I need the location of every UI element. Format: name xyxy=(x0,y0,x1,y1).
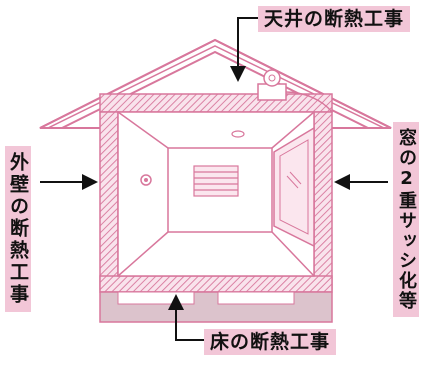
right-wall-insulation xyxy=(313,111,333,291)
floor-insulation-label: 床の断熱工事 xyxy=(204,329,337,355)
floor-insulation xyxy=(99,275,333,293)
window-double-sash-label: 窓の2重サッシ化等 xyxy=(393,122,419,317)
ceiling-insulation-label: 天井の断熱工事 xyxy=(258,6,411,32)
ceiling-arrow xyxy=(230,17,258,82)
floor-arrow xyxy=(168,294,204,341)
roof-vent-icon xyxy=(257,69,333,113)
wall-insulation-label: 外壁の断熱工事 xyxy=(5,146,31,312)
double-window xyxy=(273,126,315,248)
ceiling-insulation xyxy=(99,93,333,113)
left-wall-insulation xyxy=(99,111,119,291)
